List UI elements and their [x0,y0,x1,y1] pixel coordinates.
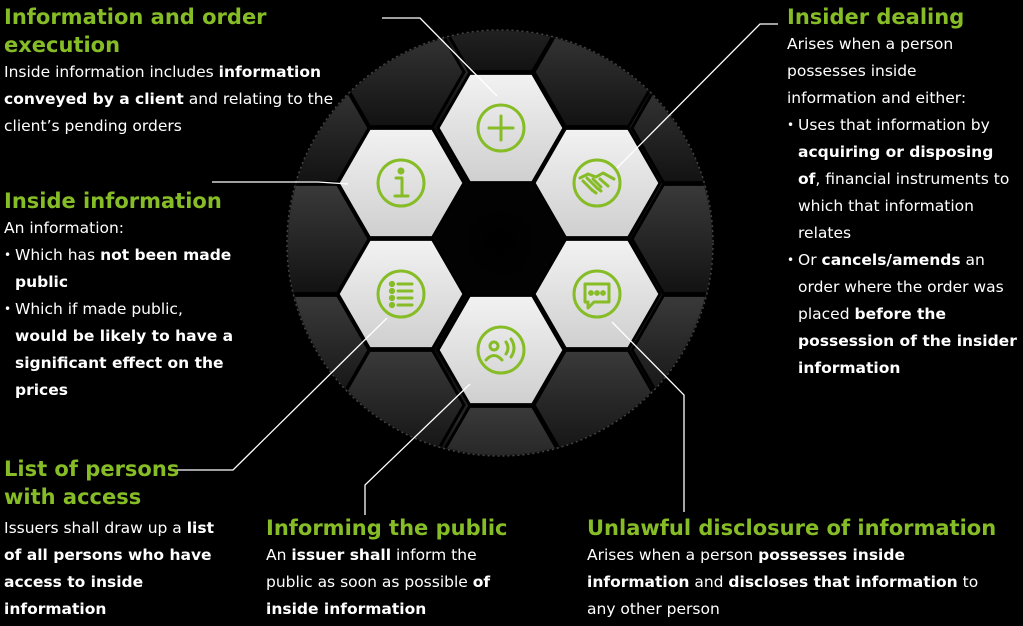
info-icon [376,158,426,208]
section-unlawful-disclosure: Unlawful disclosure of information Arise… [587,514,1007,623]
inside-information-title: Inside information [4,189,222,213]
list-of-persons-title-line1: List of persons [4,457,180,481]
connector-inside-information [212,181,349,185]
section-informing-public: Informing the public An issuer shall inf… [266,514,521,623]
plus-circle-icon [476,103,526,153]
insider-dealing-bullets: Uses that information by acquiring or di… [787,112,1019,382]
person-broadcast-icon [476,325,526,375]
chat-bubble-icon [572,269,622,319]
list-item: Which if made public, would be likely to… [4,296,234,404]
hexagon-informing-public [436,293,566,407]
order-execution-title: Information and order execution [4,5,267,57]
section-list-of-persons: List of persons with access Issuers shall… [4,455,214,623]
list-of-persons-title-line2: with access [4,485,142,509]
connector-list-of-persons [170,317,388,471]
unlawful-disclosure-body: Arises when a person possesses inside in… [587,546,979,618]
list-item: Uses that information by acquiring or di… [787,112,1019,247]
unlawful-disclosure-title: Unlawful disclosure of information [587,516,997,540]
connector-lines [170,17,778,515]
order-execution-body: Inside information includes information … [4,63,334,135]
list-of-persons-body: Issuers shall draw up a list of all pers… [4,519,214,618]
section-insider-dealing: Insider dealing Arises when a person pos… [787,3,1019,382]
background-hexagon [436,404,566,455]
informing-public-body: An issuer shall inform the public as soo… [266,546,491,618]
handshake-icon [572,158,622,208]
list-icon [376,269,426,319]
list-item: Which has not been made public [4,242,234,296]
background-hexagon [630,182,712,296]
inside-information-bullets: Which has not been made public Which if … [4,242,234,404]
insider-dealing-intro: Arises when a person possesses inside in… [787,35,967,107]
list-of-persons-title: List of persons with access [4,455,214,511]
section-order-execution: Information and order execution Inside i… [4,3,384,140]
inside-information-intro: An information: [4,219,125,237]
informing-public-title: Informing the public [266,516,508,540]
connector-informing-public [364,383,471,515]
connector-unlawful-disclosure [611,321,685,512]
section-inside-information: Inside information An information: Which… [4,187,234,404]
hexagon-list-of-persons [336,237,466,351]
connector-insider-dealing [614,23,778,171]
connector-order-execution [382,17,498,97]
insider-dealing-title: Insider dealing [787,5,965,29]
list-item: Or cancels/amends an order where the ord… [787,247,1019,382]
